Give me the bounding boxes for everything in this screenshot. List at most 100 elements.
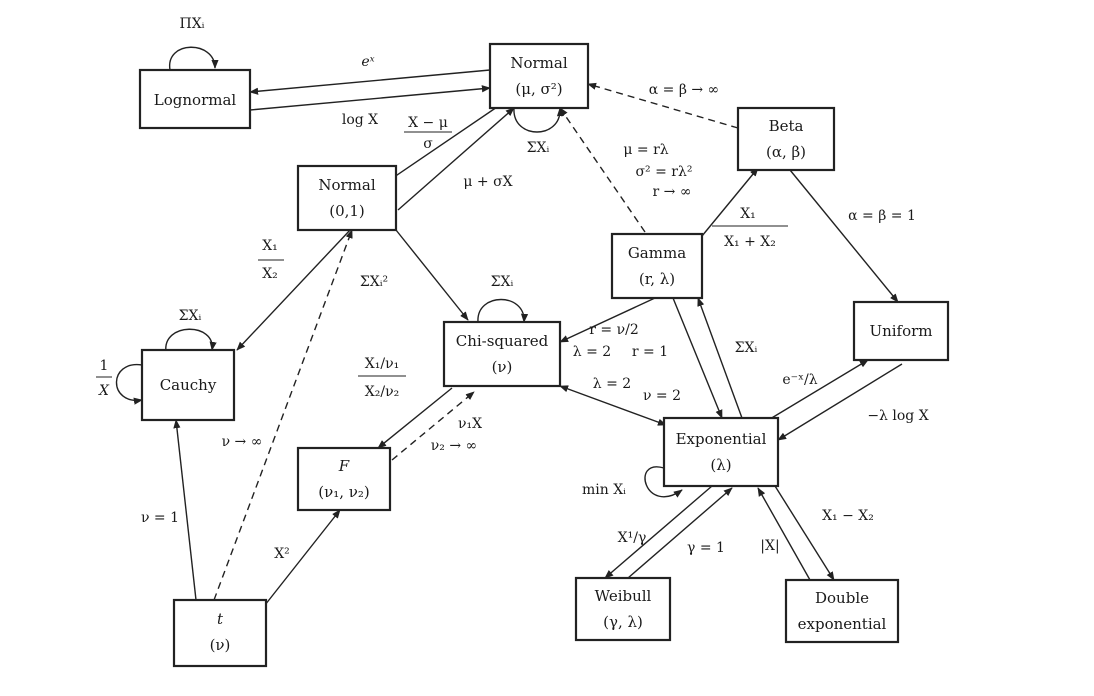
node-normal-standard: Normal (0,1) bbox=[296, 164, 398, 232]
edge-cauchy-inverse-loop bbox=[116, 364, 143, 405]
edge-uniform-to-exponential bbox=[777, 363, 903, 441]
label-sum-xi-chi: ΣXᵢ bbox=[491, 274, 514, 290]
edges bbox=[116, 46, 903, 606]
edge-chi-squared-exponential bbox=[559, 385, 667, 426]
label-mu-sigma-x: μ + σX bbox=[463, 174, 512, 190]
edge-standard-normal-to-cauchy bbox=[236, 227, 353, 351]
label-r-inf: r → ∞ bbox=[653, 184, 692, 200]
label-r-1: r = 1 bbox=[632, 344, 668, 360]
edge-normal-to-lognormal bbox=[249, 69, 491, 95]
edge-exponential-to-double-exponential bbox=[774, 485, 835, 581]
edge-beta-to-uniform bbox=[789, 169, 899, 303]
node-exponential-name: Exponential bbox=[676, 430, 767, 448]
label-abs-x: |X| bbox=[760, 538, 779, 554]
label-lambda-2a: λ = 2 bbox=[573, 344, 611, 360]
label-sum-xi-gamma: ΣXᵢ bbox=[735, 340, 758, 356]
label-x1-minus-x2: X₁ − X₂ bbox=[822, 508, 874, 524]
label-min-xi: min Xᵢ bbox=[582, 482, 626, 498]
node-gamma: Gamma (r, λ) bbox=[610, 232, 704, 300]
label-r-nu-half: r = ν/2 bbox=[589, 322, 638, 338]
edge-lognormal-to-normal bbox=[249, 85, 491, 111]
edge-standard-normal-to-chi-squared bbox=[395, 229, 469, 321]
node-t-params: (ν) bbox=[210, 636, 231, 654]
node-exponential-params: (λ) bbox=[710, 456, 731, 474]
node-cauchy-name: Cauchy bbox=[160, 376, 217, 394]
node-weibull-params: (γ, λ) bbox=[603, 613, 643, 631]
edge-weibull-to-exponential bbox=[627, 487, 733, 579]
label-standardize-denominator: σ bbox=[423, 136, 433, 152]
label-mu-r-lambda: μ = rλ bbox=[623, 142, 668, 158]
node-double-exponential-line2: exponential bbox=[798, 615, 887, 633]
edge-chi-squared-to-f bbox=[377, 387, 453, 449]
label-cauchy-denominator: X₂ bbox=[262, 266, 278, 282]
edge-gamma-to-normal bbox=[559, 107, 646, 233]
node-cauchy: Cauchy bbox=[140, 348, 236, 422]
edge-exponential-to-gamma bbox=[697, 297, 743, 419]
node-gamma-params: (r, λ) bbox=[639, 270, 675, 288]
label-exp-x: eˣ bbox=[361, 54, 374, 70]
node-double-exponential-line1: Double bbox=[815, 589, 869, 607]
node-beta-name: Beta bbox=[769, 117, 804, 135]
label-sum-xi-squared: ΣXᵢ² bbox=[360, 274, 388, 290]
edge-beta-to-normal bbox=[587, 82, 739, 129]
node-f-params: (ν₁, ν₂) bbox=[318, 483, 370, 501]
node-f: F (ν₁, ν₂) bbox=[296, 446, 392, 512]
label-log-x: log X bbox=[342, 112, 378, 128]
edge-normal-to-standard-normal bbox=[377, 104, 501, 189]
label-gamma-1: γ = 1 bbox=[687, 540, 725, 556]
label-sum-xi-cauchy: ΣXᵢ bbox=[179, 308, 202, 324]
label-standardize-numerator: X − μ bbox=[408, 115, 448, 131]
label-lambda-2b: λ = 2 bbox=[593, 376, 631, 392]
node-normal-mu-sigma: Normal (μ, σ²) bbox=[488, 42, 590, 110]
edge-t-to-standard-normal bbox=[213, 229, 353, 601]
label-beta-numerator: X₁ bbox=[740, 206, 756, 222]
node-uniform: Uniform bbox=[852, 300, 950, 362]
label-cauchy-numerator: X₁ bbox=[262, 238, 278, 254]
edge-exponential-to-weibull bbox=[604, 485, 713, 579]
node-normal-standard-name: Normal bbox=[318, 176, 375, 194]
label-f-denominator: X₂/ν₂ bbox=[365, 384, 399, 400]
label-nu-inf: ν → ∞ bbox=[222, 434, 263, 450]
edge-normal-self-loop bbox=[513, 107, 565, 133]
node-weibull-name: Weibull bbox=[595, 587, 652, 605]
node-beta-params: (α, β) bbox=[766, 143, 806, 161]
node-double-exponential: Double exponential bbox=[784, 578, 900, 644]
edge-f-to-chi-squared bbox=[391, 391, 475, 461]
node-exponential: Exponential (λ) bbox=[662, 416, 780, 488]
edge-chi-squared-self-loop bbox=[477, 298, 529, 323]
edge-cauchy-self-loop bbox=[165, 328, 217, 353]
label-x-pow: X¹/γ bbox=[618, 530, 647, 546]
label-alpha-beta-one: α = β = 1 bbox=[848, 208, 916, 224]
node-normal-mu-sigma-name: Normal bbox=[510, 54, 567, 72]
label-nu1-x: ν₁X bbox=[458, 416, 482, 432]
label-nu-2: ν = 2 bbox=[643, 388, 681, 404]
edge-t-to-cauchy bbox=[173, 419, 197, 601]
node-chi-squared: Chi-squared (ν) bbox=[442, 320, 562, 388]
node-lognormal-name: Lognormal bbox=[154, 91, 237, 109]
node-uniform-name: Uniform bbox=[869, 322, 932, 340]
label-x-squared: X² bbox=[274, 546, 290, 562]
label-neg-lambda-log: −λ log X bbox=[867, 408, 928, 424]
label-e-x-lambda: e⁻ˣ/λ bbox=[782, 372, 817, 388]
node-t-name: t bbox=[217, 610, 224, 628]
edge-exponential-to-uniform bbox=[764, 359, 869, 423]
edge-labels: ΠXᵢ eˣ log X X − μ σ μ + σX ΣXᵢ α = β → … bbox=[96, 16, 929, 562]
node-beta: Beta (α, β) bbox=[736, 106, 836, 172]
label-f-numerator: X₁/ν₁ bbox=[365, 356, 399, 372]
edge-gamma-to-chi-squared bbox=[559, 297, 656, 343]
edge-exponential-self-loop bbox=[644, 466, 683, 498]
node-chi-squared-params: (ν) bbox=[492, 358, 513, 376]
node-t: t (ν) bbox=[172, 598, 268, 668]
label-sigma-r-lambda: σ² = rλ² bbox=[636, 164, 693, 180]
node-normal-standard-params: (0,1) bbox=[329, 202, 365, 220]
label-alpha-beta-inf: α = β → ∞ bbox=[649, 82, 719, 98]
edge-double-exponential-to-exponential bbox=[757, 487, 811, 581]
node-lognormal: Lognormal bbox=[138, 68, 252, 130]
label-inverse-numerator: 1 bbox=[100, 358, 109, 374]
edge-standard-normal-to-normal bbox=[397, 107, 515, 211]
node-gamma-name: Gamma bbox=[628, 244, 686, 262]
edge-t-to-f bbox=[264, 509, 341, 606]
edge-gamma-to-beta bbox=[701, 167, 759, 237]
